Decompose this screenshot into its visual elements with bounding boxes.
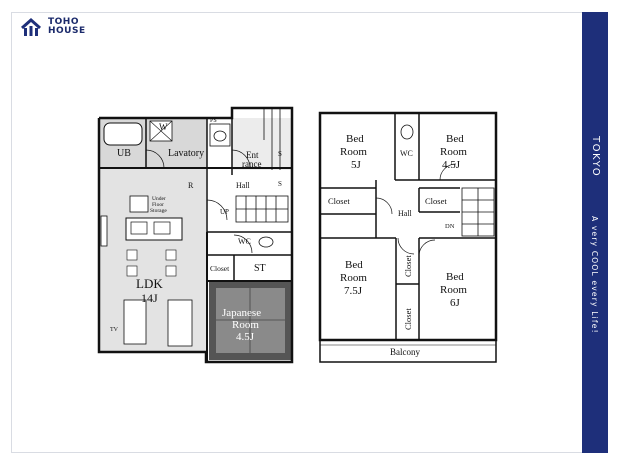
- label-ent-2: rance: [242, 159, 261, 169]
- brand-line-2: HOUSE: [48, 26, 86, 36]
- floor-2-plan: Bed Room 5J WC Bed Room 4.5J Closet Clos…: [318, 111, 498, 363]
- floor1-stairs: [235, 108, 289, 223]
- label-ub: UB: [117, 148, 131, 159]
- entrance-fill: [232, 118, 292, 170]
- label-ldk: LDK: [136, 276, 163, 291]
- label-under-2: Floor: [152, 202, 164, 208]
- label-balcony: Balcony: [390, 347, 420, 357]
- label-bed2-room: Room: [440, 146, 467, 158]
- label-bed1-room: Room: [340, 146, 367, 158]
- label-under-1: Under: [152, 196, 166, 202]
- tatami-fill: [216, 288, 285, 353]
- label-ldk-size: 14J: [141, 291, 158, 305]
- bathtub-icon: [103, 122, 143, 146]
- label-closet-2: Closet: [425, 196, 447, 206]
- label-japanese-room: Room: [232, 319, 259, 331]
- label-japanese: Japanese: [222, 307, 261, 319]
- label-closet-1: Closet: [328, 196, 350, 206]
- toilet-icon-2f: [400, 124, 414, 140]
- label-closet: Closet: [210, 264, 230, 273]
- label-japanese-size: 4.5J: [236, 331, 255, 343]
- label-st: ST: [254, 263, 266, 274]
- label-bed3: Bed: [345, 259, 363, 271]
- label-ent-1: Ent: [246, 150, 259, 160]
- brand-line-1: TOHO: [48, 17, 79, 27]
- label-w: W: [159, 122, 168, 132]
- label-bed3-size: 7.5J: [344, 285, 363, 297]
- floor-1-plan: UB W Lavatory PS Ent rance S S R Hall UP…: [97, 106, 294, 364]
- label-wc-2f: WC: [400, 149, 413, 158]
- toilet-icon: [258, 236, 274, 248]
- floor2-stairs: [461, 187, 495, 237]
- label-bed3-room: Room: [340, 272, 367, 284]
- label-hall-2f: Hall: [398, 209, 413, 218]
- label-bed1: Bed: [346, 133, 364, 145]
- label-closet-3: Closet: [403, 255, 413, 277]
- label-r: R: [188, 181, 194, 190]
- dining-table-icon: [123, 299, 147, 345]
- label-under-3: Storage: [150, 208, 167, 214]
- label-bed4-room: Room: [440, 284, 467, 296]
- label-bed4-size: 6J: [450, 297, 461, 309]
- brand-sidebar: [582, 12, 608, 453]
- floor1-outer-wall: [97, 106, 294, 364]
- label-dn: DN: [445, 223, 455, 230]
- label-closet-4: Closet: [403, 308, 413, 330]
- label-lavatory: Lavatory: [168, 148, 204, 159]
- label-bed1-size: 5J: [351, 159, 362, 171]
- label-tv: TV: [110, 327, 119, 333]
- label-s-1: S: [278, 150, 282, 158]
- label-bed2: Bed: [446, 133, 464, 145]
- label-hall: Hall: [236, 181, 251, 190]
- brand-logo: TOHO HOUSE: [20, 16, 86, 38]
- label-ps: PS: [210, 118, 217, 124]
- label-bed2-size: 4.5J: [442, 159, 461, 171]
- floor2-outer-wall: [318, 111, 498, 342]
- fridge-icon: [129, 195, 149, 213]
- label-bed4: Bed: [446, 271, 464, 283]
- label-wc: WC: [238, 237, 251, 246]
- label-up: UP: [220, 208, 229, 216]
- toho-logo-icon: [21, 17, 41, 36]
- sink-icon: [209, 123, 231, 147]
- label-s-2: S: [278, 180, 282, 188]
- sofa-icon: [167, 299, 193, 347]
